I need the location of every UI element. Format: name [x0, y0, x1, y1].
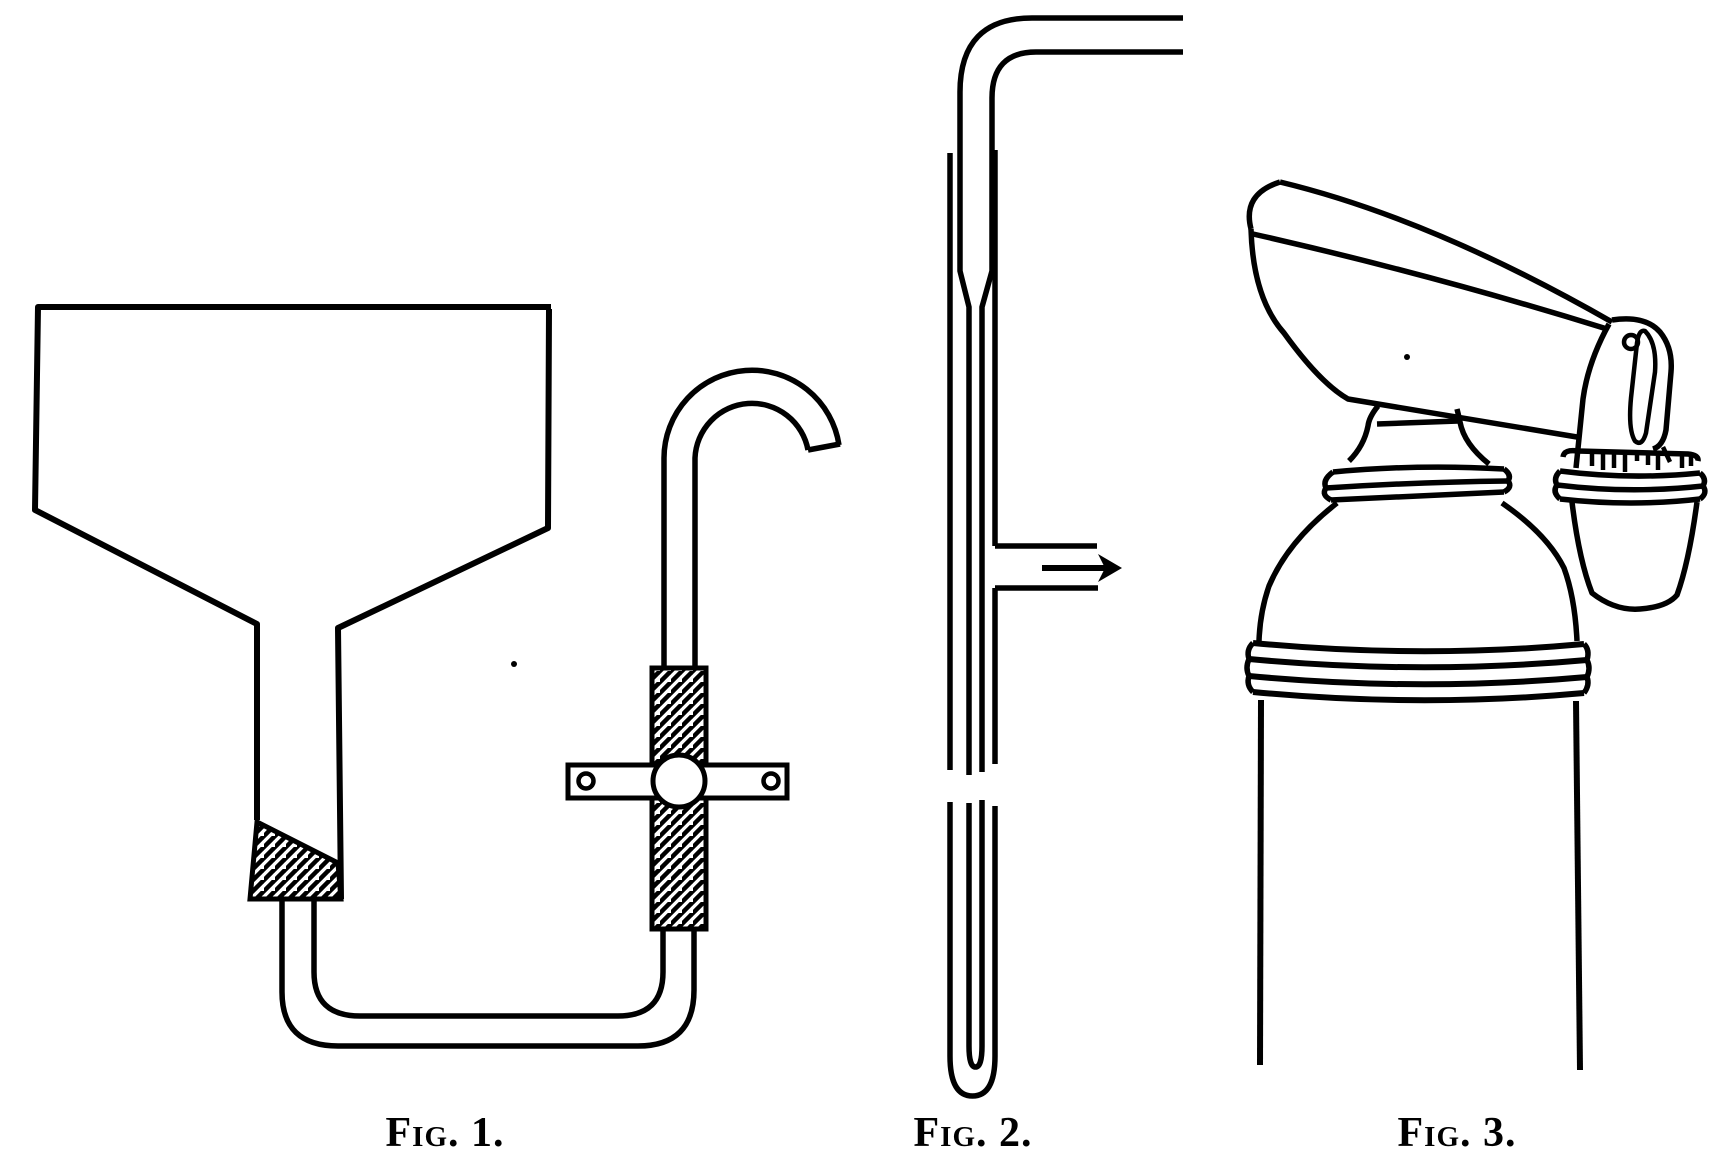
neck-ring-band	[1321, 464, 1513, 503]
nozzle-outer-outline	[1611, 316, 1675, 452]
nozzle-left-edge	[1573, 322, 1612, 469]
stopcock-plug-ball	[650, 752, 708, 810]
cup-body	[1569, 501, 1700, 612]
funnel-outline-right	[335, 308, 552, 900]
stopcock-handle-hole-left	[576, 771, 596, 791]
funnel-outline-left	[32, 304, 551, 820]
stopcock-handle-hole-right	[761, 771, 781, 791]
figure-1-funnel-stopcock	[32, 304, 842, 1049]
bottle-neck-left-wall	[1347, 404, 1381, 463]
trough-underside-edge	[1248, 228, 1578, 440]
figure-3-caption: Fig. 3.	[1397, 1110, 1517, 1154]
outer-tube-left-wall-lower-closed-end	[947, 802, 998, 1099]
trough-left-rounded-end	[1246, 179, 1281, 230]
spout-inner-curve	[692, 400, 811, 670]
cup-interior-shading	[1589, 452, 1694, 472]
spout-outer-curve	[661, 367, 842, 670]
figure-1-caption: Fig. 1.	[385, 1110, 505, 1154]
bottle-body-right-wall	[1573, 700, 1583, 1071]
cup-rim	[1560, 447, 1701, 462]
figure-3-siphon-bottle	[1244, 179, 1708, 1071]
flow-arrow-head	[1098, 554, 1122, 582]
trough-opening-inner-line	[1252, 231, 1608, 332]
print-speck	[1404, 354, 1410, 360]
bottle-shoulder-left	[1256, 500, 1339, 642]
bottle-neck-right-wall	[1454, 408, 1491, 467]
inlet-tube-inner-wall	[979, 49, 1183, 772]
inlet-tube-outer-wall	[957, 15, 1183, 775]
connecting-tube-outer	[279, 899, 697, 1049]
figure-2-jet-tube	[947, 15, 1183, 1099]
connecting-tube-inner	[311, 899, 666, 1019]
bottle-neck-seam-line	[1376, 418, 1459, 427]
nozzle-inner-teardrop	[1627, 328, 1658, 445]
figure-2-caption: Fig. 2.	[913, 1110, 1033, 1154]
print-speck	[511, 661, 517, 667]
bottle-body-left-wall	[1257, 699, 1264, 1066]
shoulder-ring-band	[1244, 640, 1592, 704]
spout-tip-cut	[807, 441, 841, 453]
jet-tube-lower-closed-end	[966, 800, 985, 1070]
trough-top-edge	[1279, 179, 1614, 325]
funnel-stopper-hatched	[247, 818, 344, 902]
receiving-cup	[1552, 447, 1708, 612]
bottle-shoulder-right	[1500, 500, 1580, 642]
